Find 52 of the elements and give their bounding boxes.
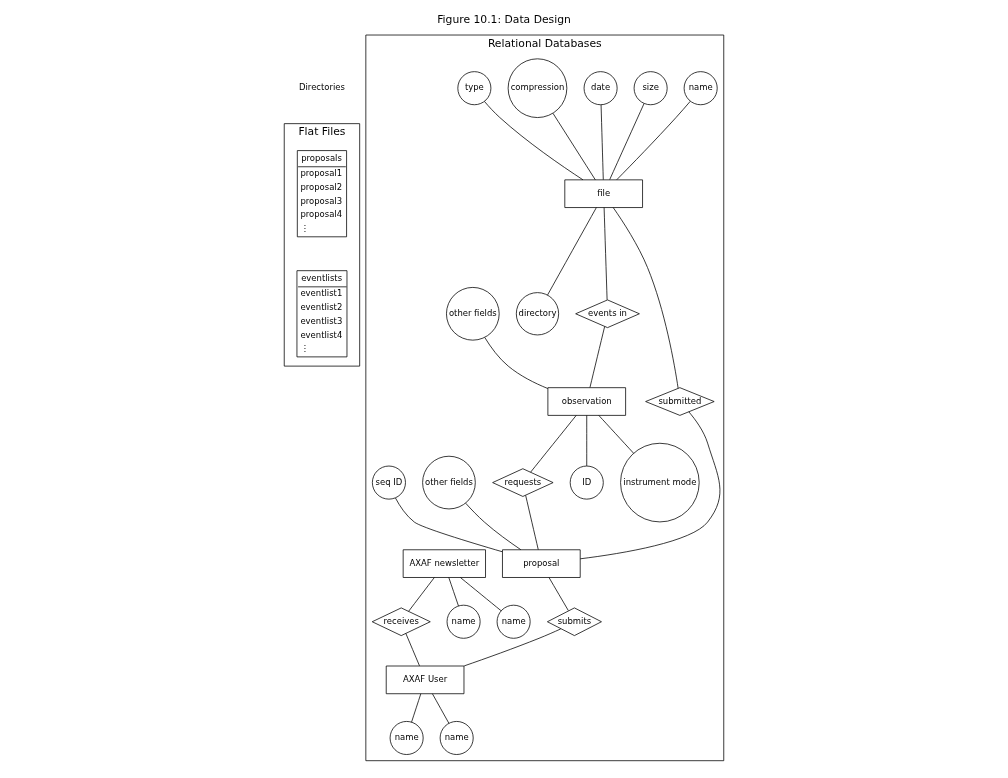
node-diamond: requests [492, 468, 554, 497]
node-box: observation [547, 387, 626, 416]
diagram-title: Figure 10.1: Data Design [437, 12, 571, 26]
node-circle: compression [507, 58, 568, 118]
connector [616, 100, 691, 181]
connector [547, 207, 597, 296]
connector [579, 411, 721, 560]
connector [448, 577, 459, 607]
connector [612, 207, 679, 389]
connector [484, 101, 584, 181]
connector [530, 415, 577, 473]
node-circle: type [457, 71, 492, 106]
node-diamond: events in [575, 299, 640, 329]
node-circle: name [439, 721, 474, 755]
connector [395, 497, 503, 553]
node-circle: name [446, 604, 481, 639]
connector [600, 104, 604, 181]
node-circle: date [583, 71, 618, 106]
connector [465, 502, 522, 551]
node-diamond: submitted [645, 387, 715, 416]
node-circle: directory [515, 292, 560, 336]
node-diamond: receives [371, 607, 431, 636]
node-circle: seq ID [372, 465, 406, 500]
connector [603, 207, 608, 301]
connector [484, 337, 549, 389]
node-box: AXAF User [385, 665, 465, 695]
connector [463, 628, 562, 667]
connector [525, 495, 539, 550]
node-circle: name [683, 71, 718, 106]
node-circle: size [633, 71, 668, 106]
label: Directories [298, 82, 345, 93]
connector [552, 112, 596, 181]
connector [460, 577, 502, 612]
connector [432, 693, 450, 724]
node-circle: ID [569, 465, 604, 500]
connector [548, 577, 569, 611]
node-circle: other fields [422, 455, 476, 510]
node-circle: other fields [446, 287, 500, 341]
node-diamond: submits [547, 607, 602, 636]
node-box: file [564, 179, 643, 208]
connector [411, 693, 422, 723]
node-box: AXAF newsletter [402, 549, 486, 578]
connector [586, 415, 588, 467]
node-box: proposal [502, 549, 581, 578]
connector [589, 326, 606, 388]
node-circle: instrument mode [620, 442, 700, 523]
connector [405, 633, 420, 667]
connector [609, 103, 645, 180]
node-circle: name [496, 604, 531, 639]
connector [598, 415, 634, 454]
node-circle: name [389, 721, 424, 755]
connector [408, 577, 435, 612]
